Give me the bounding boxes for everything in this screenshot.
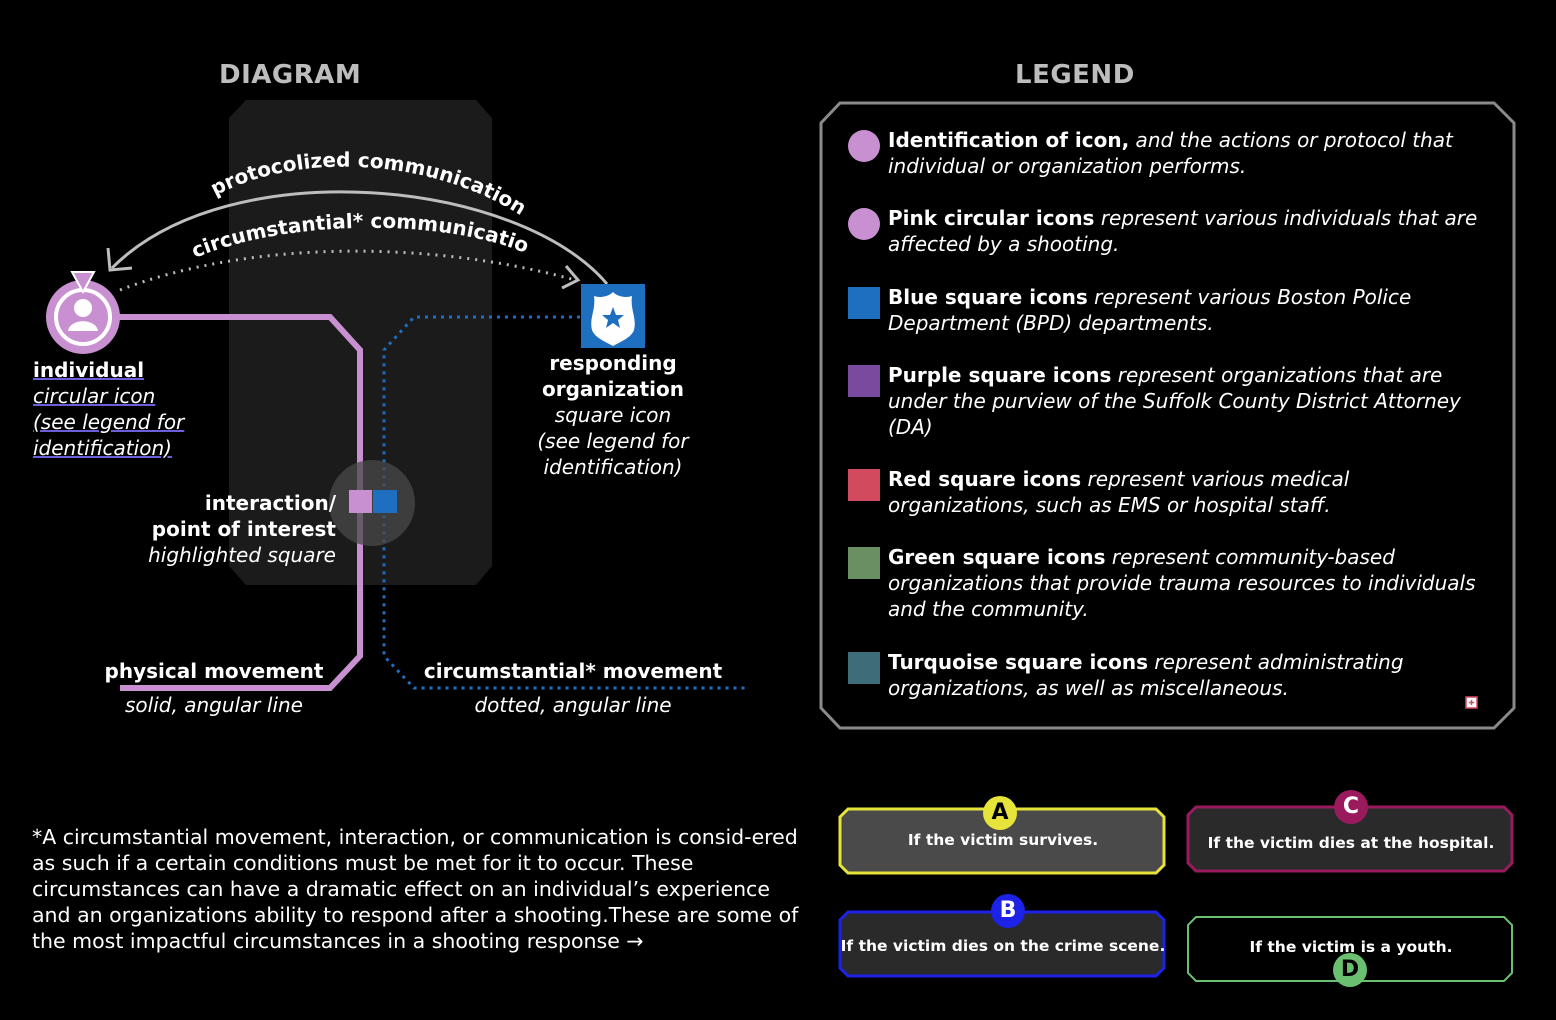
legend-item-desc: represent various medical organizations,… xyxy=(888,467,1350,517)
case-badge-d xyxy=(1333,953,1367,987)
diagram-heading: DIAGRAM xyxy=(219,60,362,90)
case-badge-b xyxy=(991,894,1025,928)
legend-item-desc: represent community-based organizations … xyxy=(888,545,1476,621)
individual-title: individual xyxy=(33,358,145,382)
circumstantial-movement-label: circumstantial* movement dotted, angular… xyxy=(420,658,726,718)
case-text-a: If the victim survives. xyxy=(907,831,1099,849)
individual-line-1: circular icon xyxy=(33,384,156,408)
case-box-b xyxy=(838,910,1166,978)
legend-heading: LEGEND xyxy=(1015,60,1135,90)
case-text-d: If the victim is a youth. xyxy=(1249,938,1453,956)
legend-item-desc: represent organizations that are under t… xyxy=(888,363,1461,439)
case-letter-c: C xyxy=(1342,794,1360,819)
organization-line-1: square icon xyxy=(554,403,672,427)
physical-movement-subtitle: solid, angular line xyxy=(125,693,303,717)
legend-item-desc: represent various individuals that are a… xyxy=(888,206,1478,256)
case-letter-d: D xyxy=(1340,957,1360,982)
diagram-background-panel xyxy=(229,100,492,585)
legend-item-title: Pink circular icons xyxy=(888,206,1095,230)
case-badge-c xyxy=(1334,790,1368,824)
legend-swatch-red-square xyxy=(848,469,880,501)
interaction-subtitle: highlighted square xyxy=(148,543,336,567)
physical-movement-label: physical movement solid, angular line xyxy=(84,658,344,718)
legend-swatch-green-square xyxy=(848,547,880,579)
legend-swatch-pink-circle xyxy=(848,208,880,240)
interaction-title-1: interaction/ xyxy=(204,491,336,515)
legend-item-title: Purple square icons xyxy=(888,363,1112,387)
legend-swatch-purple-square xyxy=(848,365,880,397)
case-text-c: If the victim dies at the hospital. xyxy=(1207,834,1495,852)
circumstantial-movement-title: circumstantial* movement xyxy=(423,659,723,683)
individual-marker-icon xyxy=(70,271,96,295)
legend-item-title: Red square icons xyxy=(888,467,1082,491)
legend-item-title: Blue square icons xyxy=(888,285,1088,309)
interaction-blue-square xyxy=(373,490,397,513)
physical-movement-title: physical movement xyxy=(104,659,324,683)
organization-title-2: organization xyxy=(541,377,685,401)
organization-line-3: identification) xyxy=(543,455,683,479)
diagram-graphic: protocolized communication circumstantia… xyxy=(0,0,745,691)
organization-title-1: responding xyxy=(549,351,677,375)
circumstantial-movement-subtitle: dotted, angular line xyxy=(474,693,672,717)
case-letter-a: A xyxy=(991,800,1009,825)
legend-swatch-turquoise-square xyxy=(848,652,880,684)
legend-item-desc: and the actions or protocol that individ… xyxy=(888,128,1453,178)
legend-item-title: Identification of icon, xyxy=(888,128,1130,152)
footnote-text: *A circumstantial movement, interaction,… xyxy=(32,825,799,953)
protocolized-arrow xyxy=(110,190,609,285)
legend-item-title: Turquoise square icons xyxy=(888,650,1149,674)
legend-swatch-pink-circle xyxy=(848,130,880,162)
legend-box xyxy=(819,101,1516,730)
case-text-b: If the victim dies on the crime scene. xyxy=(840,937,1166,955)
circumstantial-movement-line xyxy=(382,315,745,690)
legend-item-desc: represent administrating organizations, … xyxy=(888,650,1404,700)
case-letter-b: B xyxy=(999,898,1017,923)
interaction-label: interaction/ point of interest highlight… xyxy=(100,490,336,568)
case-box-d xyxy=(1187,916,1513,982)
circumstantial-comm-arrowhead xyxy=(561,265,581,290)
protocolized-arrowhead xyxy=(106,247,133,272)
case-box-a xyxy=(838,807,1166,875)
legend-swatch-blue-square xyxy=(848,287,880,319)
legend-item-title: Green square icons xyxy=(888,545,1106,569)
interaction-title-2: point of interest xyxy=(151,517,336,541)
case-badge-a xyxy=(983,796,1017,830)
individual-label: individual circular icon (see legend for… xyxy=(33,357,184,461)
individual-line-3: identification) xyxy=(33,436,172,460)
organization-line-2: (see legend for xyxy=(537,429,689,453)
organization-label: responding organization square icon (see… xyxy=(520,350,706,480)
individual-line-2: (see legend for xyxy=(33,410,185,434)
legend-item-desc: represent various Boston Police Departme… xyxy=(888,285,1412,335)
interaction-pink-square xyxy=(349,490,372,513)
case-box-c xyxy=(1186,805,1514,873)
person-icon xyxy=(68,299,98,331)
